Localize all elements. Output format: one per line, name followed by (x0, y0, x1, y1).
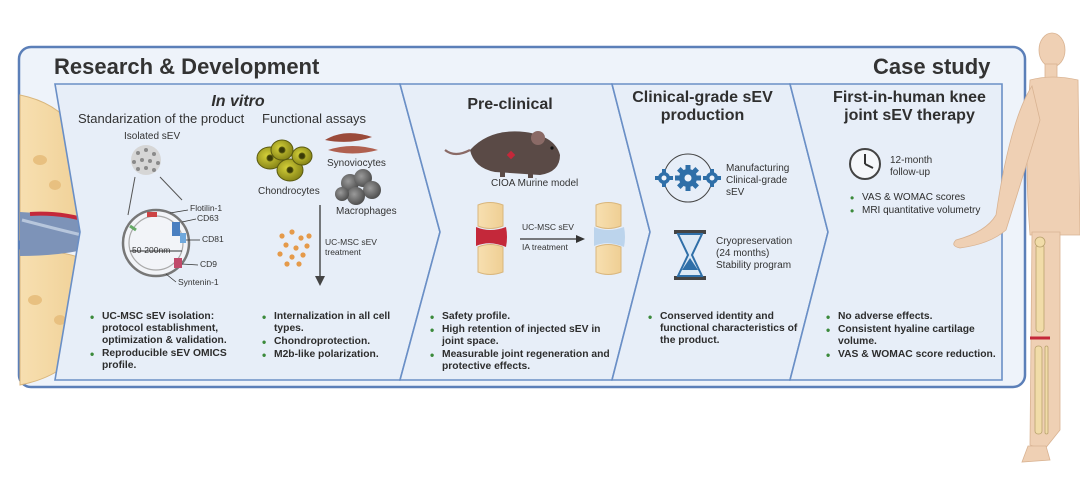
bullet-item: M2b-like polarization. (262, 349, 397, 361)
label-treatment-line1: UC-MSC sEV (325, 237, 377, 247)
label-followup-line1: 12-month (890, 155, 933, 166)
joint-after-icon (594, 202, 625, 275)
label-manufacturing-line2: Clinical-grade (726, 175, 788, 186)
bullet-item: Safety profile. (430, 311, 620, 323)
vesicle-diagram-icon (121, 208, 200, 283)
section-title-in-vitro: In vitro (211, 93, 265, 110)
bullet-item: VAS & WOMAC score reduction. (826, 349, 996, 361)
label-followup-line2: follow-up (890, 167, 931, 178)
score-item: VAS & WOMAC scores (850, 192, 990, 204)
macrophage-icon (335, 169, 381, 205)
bullet-item: Internalization in all cell types. (262, 311, 397, 335)
marker-label: CD9 (200, 259, 218, 269)
exosome-icon (131, 145, 161, 175)
bullet-item: UC-MSC sEV isolation: protocol establish… (90, 311, 250, 347)
leg-bones-icon (1034, 236, 1049, 435)
label-ia-treatment-line1: UC-MSC sEV (522, 222, 574, 232)
bullet-item: Reproducible sEV OMICS profile. (90, 348, 250, 372)
bullet-item: Measurable joint regeneration and protec… (430, 349, 620, 373)
label-cryo-line2: (24 months) (716, 248, 770, 259)
section-title-clinical-grade: Clinical-grade sEV production (632, 89, 773, 124)
marker-label: CD63 (197, 213, 219, 223)
list-case-scores: VAS & WOMAC scores MRI quantitative volu… (850, 192, 990, 217)
bullet-item: High retention of injected sEV in joint … (430, 324, 620, 348)
bullet-item: Consistent hyaline cartilage volume. (826, 324, 996, 348)
label-synoviocytes: Synoviocytes (327, 158, 386, 169)
label-cryo-line3: Stability program (716, 260, 792, 271)
bullets-first-in-human: No adverse effects. Consistent hyaline c… (826, 311, 996, 362)
bullets-clinical-grade: Conserved identity and functional charac… (648, 311, 798, 348)
subheading-functional-assays: Functional assays (262, 111, 367, 126)
label-isolated-sev: Isolated sEV (124, 131, 181, 142)
marker-label: Flotilin-1 (190, 203, 223, 213)
label-macrophages: Macrophages (336, 206, 397, 217)
label-cioa-model: CIOA Murine model (491, 178, 579, 189)
label-manufacturing-line3: sEV (726, 187, 745, 198)
label-ia-treatment-line2: IA treatment (522, 242, 568, 252)
section-title-preclinical: Pre-clinical (467, 96, 553, 113)
score-item: MRI quantitative volumetry (850, 205, 990, 217)
bullets-preclinical: Safety profile. High retention of inject… (430, 311, 620, 374)
bullet-item: Conserved identity and functional charac… (648, 311, 798, 347)
bullet-item: No adverse effects. (826, 311, 996, 323)
bullets-in-vitro-right: Internalization in all cell types. Chond… (262, 311, 397, 362)
header-case-study: Case study (873, 54, 991, 79)
label-cryo-line1: Cryopreservation (716, 236, 793, 247)
marker-label: Syntenin-1 (178, 277, 219, 287)
marker-label: CD81 (202, 234, 224, 244)
nanoparticles-icon (277, 229, 312, 267)
hourglass-icon (674, 230, 706, 280)
panel-first-in-human (788, 83, 1003, 381)
label-chondrocytes: Chondrocytes (258, 186, 320, 197)
label-manufacturing-line1: Manufacturing (726, 163, 790, 174)
joint-before-icon (476, 202, 507, 275)
section-title-first-in-human: First-in-human knee joint sEV therapy (833, 89, 986, 124)
chondrocyte-icon (256, 139, 313, 182)
label-vesicle-size: 50-200nm (132, 245, 171, 255)
subheading-standardization: Standarization of the product (78, 111, 245, 126)
header-research-development: Research & Development (54, 54, 320, 79)
bullets-in-vitro-left: UC-MSC sEV isolation: protocol establish… (90, 311, 250, 373)
bullet-item: Chondroprotection. (262, 336, 397, 348)
mouse-icon (444, 131, 560, 178)
gears-icon (655, 153, 721, 203)
clock-icon (849, 148, 881, 180)
synoviocyte-icon (325, 133, 378, 154)
label-treatment-line2: treatment (325, 247, 361, 257)
